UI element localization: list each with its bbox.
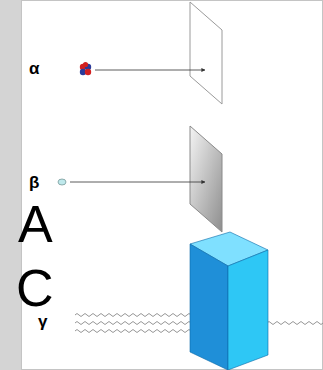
lead-block [190, 232, 268, 370]
aluminium-sheet [190, 126, 222, 232]
radiation-symbol: α [29, 60, 39, 77]
beta-particle [58, 179, 66, 185]
beta-arrow [70, 182, 205, 183]
radiation-symbol: γ [38, 313, 47, 330]
alpha-arrow [95, 70, 205, 71]
radiation-symbol: β [29, 174, 39, 191]
panel-ground [21, 0, 323, 370]
cropped-slide-letter: A [18, 198, 53, 250]
cropped-slide-letter: C [16, 262, 54, 314]
paper-sheet [190, 2, 222, 104]
alpha-particle [80, 62, 91, 75]
